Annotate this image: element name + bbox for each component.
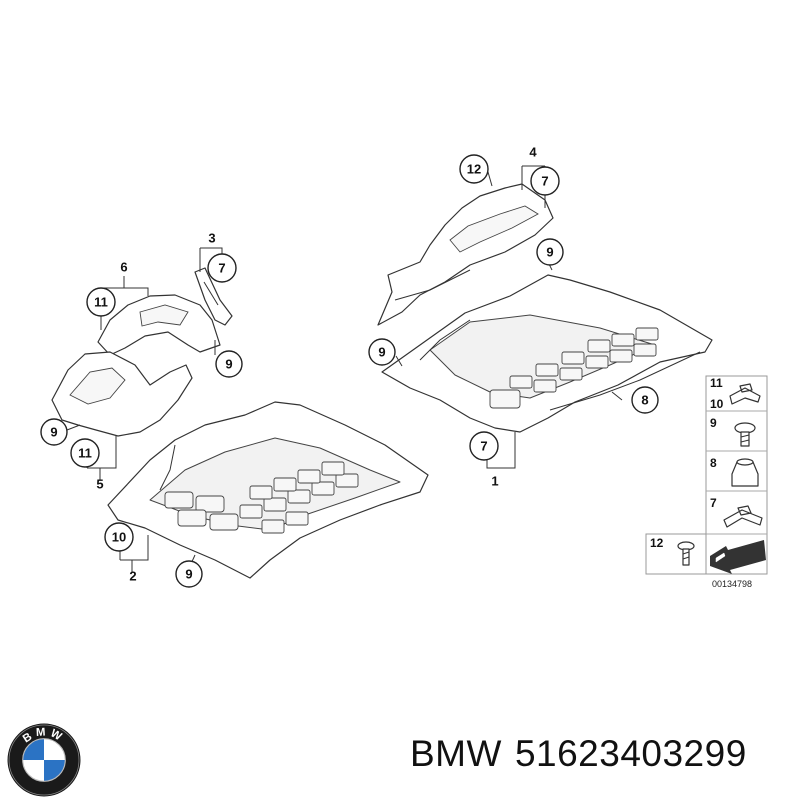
callout-7-left[interactable]: 7: [207, 253, 237, 283]
part-number: 51623403299: [514, 733, 747, 774]
legend-label-9: 9: [710, 416, 717, 430]
part-1-ribs: [489, 327, 659, 409]
callout-10[interactable]: 10: [104, 522, 134, 552]
callout-7-right-bottom[interactable]: 7: [469, 431, 499, 461]
legend-label-11: 11: [710, 376, 723, 390]
callout-12-top[interactable]: 12: [459, 154, 489, 184]
part-2-ribs: [164, 461, 359, 534]
callout-11-upper[interactable]: 11: [86, 287, 116, 317]
part-6-heat-shield: [97, 294, 221, 356]
svg-text:9: 9: [225, 357, 232, 372]
diagram-reference-code: 00134798: [712, 579, 752, 589]
callout-11-lower[interactable]: 11: [70, 438, 100, 468]
svg-text:7: 7: [541, 174, 548, 189]
svg-text:11: 11: [78, 446, 92, 461]
svg-text:9: 9: [50, 425, 57, 440]
svg-text:11: 11: [94, 295, 108, 310]
svg-text:9: 9: [378, 345, 385, 360]
callout-2[interactable]: 2: [129, 569, 136, 584]
part-5-heat-shield: [51, 351, 193, 437]
svg-text:12: 12: [467, 162, 481, 177]
legend-label-10: 10: [710, 397, 724, 411]
arrow-icon: [710, 540, 766, 574]
callout-8[interactable]: 8: [631, 386, 659, 414]
part-1-underbody-panel: [381, 274, 713, 433]
clip-nut-icon: [729, 383, 761, 405]
callout-4[interactable]: 4: [529, 145, 537, 160]
part-2-underbody-panel: [107, 401, 429, 579]
clip-icon: [723, 505, 763, 528]
callout-3[interactable]: 3: [208, 231, 215, 246]
part-3-bracket: [194, 267, 233, 326]
svg-text:10: 10: [112, 530, 126, 545]
callout-6[interactable]: 6: [120, 260, 127, 275]
leader-lines: [66, 165, 623, 572]
legend-label-7: 7: [710, 496, 717, 510]
svg-text:9: 9: [546, 245, 553, 260]
parts-diagram: 12 4 7 9 9 8 7 1 3 7 6 11 9 9 11 5 10 2 …: [40, 145, 768, 589]
fastener-legend: 11 10 9 8 7 12 00134798: [645, 375, 768, 589]
callout-1[interactable]: 1: [491, 474, 498, 489]
callout-9-left-upper[interactable]: 9: [215, 350, 243, 378]
svg-text:7: 7: [480, 439, 487, 454]
callout-9-right-left[interactable]: 9: [368, 338, 396, 366]
callout-9-left-lower[interactable]: 9: [40, 418, 68, 446]
bmw-logo: BMW: [7, 723, 81, 797]
svg-text:9: 9: [185, 567, 192, 582]
callout-9-right-top[interactable]: 9: [536, 238, 564, 266]
grommet-icon: [731, 458, 759, 487]
bolt-icon: [677, 541, 695, 566]
brand-name: BMW: [410, 733, 502, 774]
callout-9-bottom[interactable]: 9: [175, 560, 203, 588]
part-caption: BMW 51623403299: [410, 733, 760, 775]
svg-text:7: 7: [218, 261, 225, 276]
screw-icon: [734, 422, 756, 447]
legend-label-8: 8: [710, 456, 717, 470]
svg-text:8: 8: [641, 393, 648, 408]
callout-5[interactable]: 5: [96, 477, 103, 492]
callout-7-top[interactable]: 7: [530, 166, 560, 196]
legend-label-12: 12: [650, 536, 664, 550]
part-4-heat-shield: [377, 183, 554, 326]
